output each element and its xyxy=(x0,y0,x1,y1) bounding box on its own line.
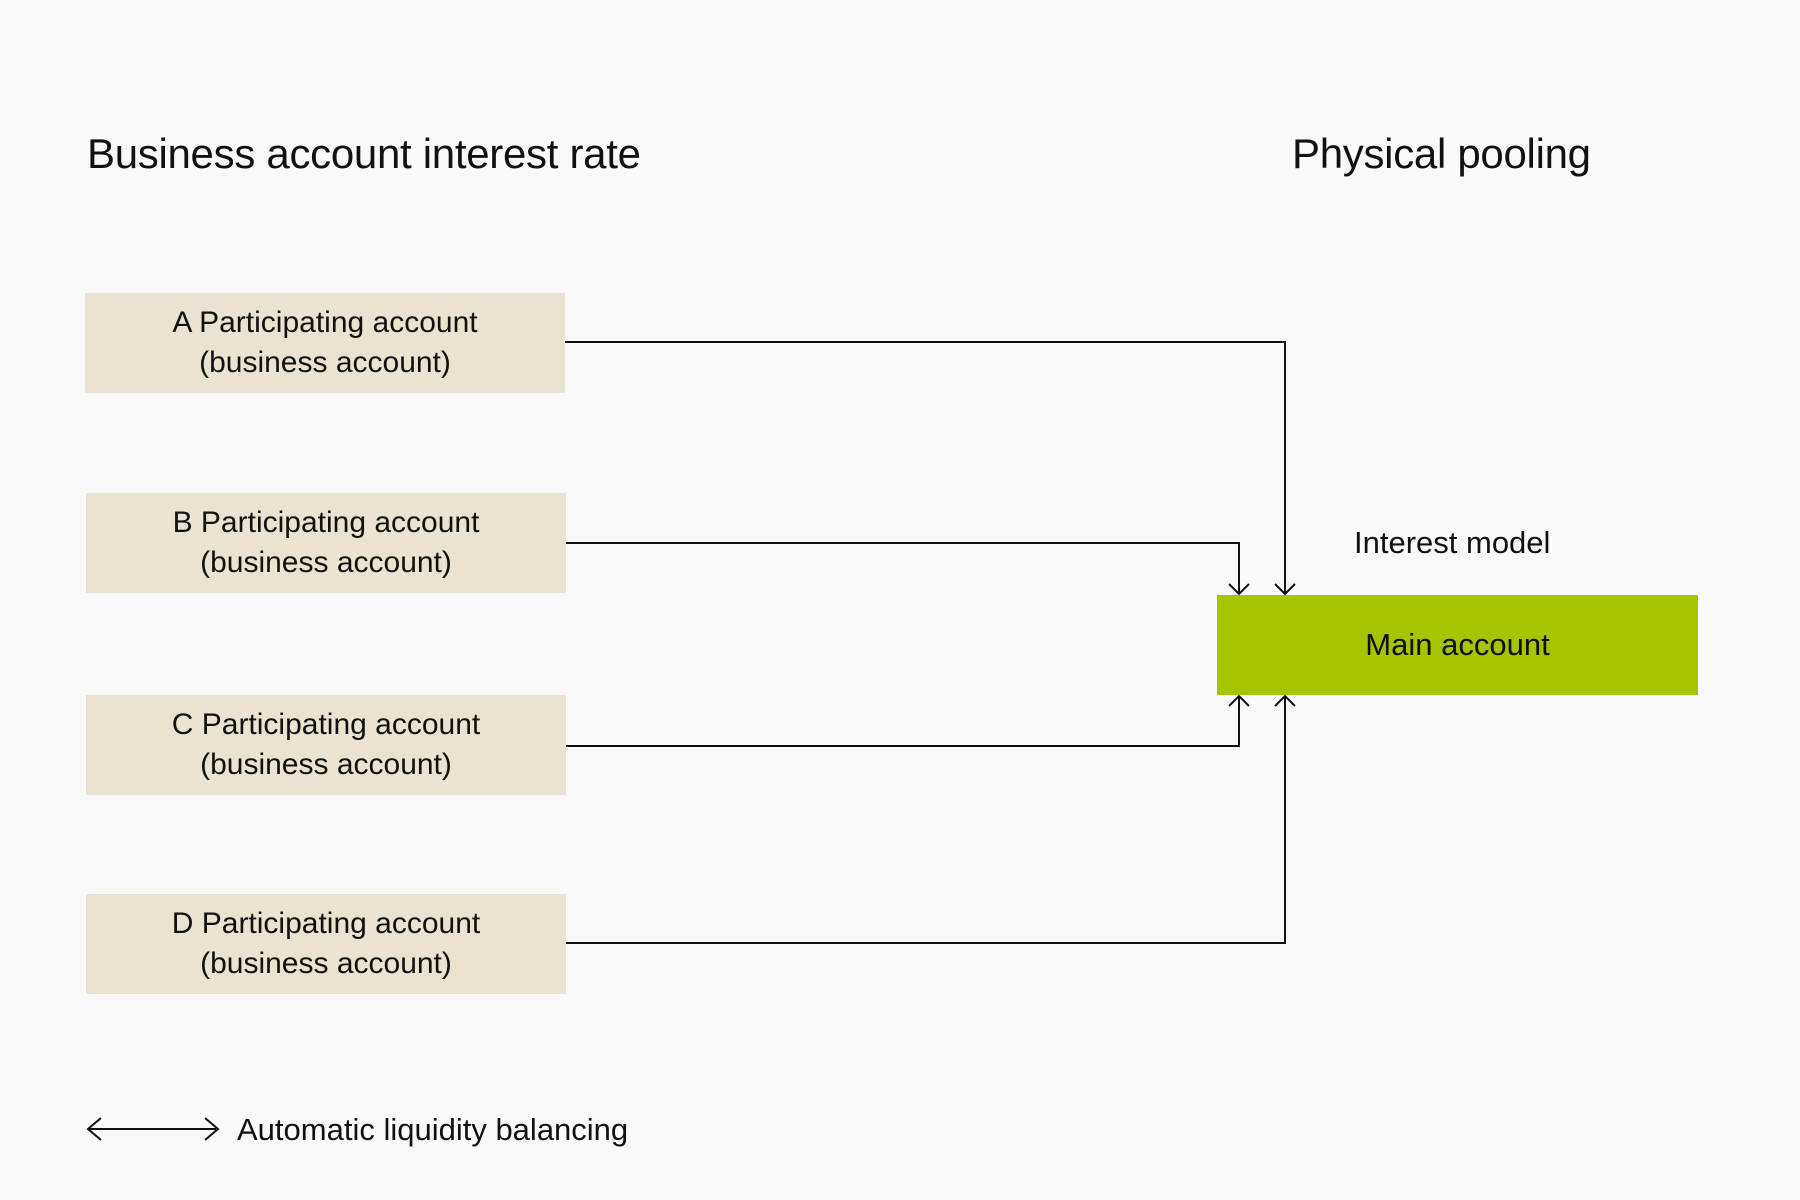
participating-account-b: B Participating account (business accoun… xyxy=(86,493,566,593)
account-subtitle: (business account) xyxy=(200,546,452,579)
connector-c xyxy=(566,696,1240,747)
arrowhead-d-icon xyxy=(1274,694,1296,707)
participating-account-a: A Participating account (business accoun… xyxy=(85,293,565,393)
arrowhead-c-icon xyxy=(1228,694,1250,707)
connector-a xyxy=(565,341,1286,594)
legend-label: Automatic liquidity balancing xyxy=(237,1112,629,1147)
account-subtitle: (business account) xyxy=(200,947,452,980)
interest-model-caption: Interest model xyxy=(1354,525,1551,560)
participating-account-c: C Participating account (business accoun… xyxy=(86,695,566,795)
left-heading: Business account interest rate xyxy=(87,130,641,177)
account-subtitle: (business account) xyxy=(199,346,451,379)
double-headed-arrow-icon xyxy=(86,1117,220,1141)
arrowhead-b-icon xyxy=(1228,583,1250,596)
legend: Automatic liquidity balancing xyxy=(86,1105,786,1153)
participating-account-d: D Participating account (business accoun… xyxy=(86,894,566,994)
account-title: A Participating account xyxy=(172,306,478,339)
main-account-label: Main account xyxy=(1365,627,1550,662)
connector-d xyxy=(566,696,1286,944)
account-title: D Participating account xyxy=(171,907,481,940)
account-title: B Participating account xyxy=(172,506,480,539)
connector-b xyxy=(566,542,1240,594)
arrowhead-a-icon xyxy=(1274,583,1296,596)
main-account: Main account xyxy=(1217,595,1698,695)
account-title: C Participating account xyxy=(171,708,481,741)
right-heading: Physical pooling xyxy=(1292,130,1591,177)
account-subtitle: (business account) xyxy=(200,748,452,781)
